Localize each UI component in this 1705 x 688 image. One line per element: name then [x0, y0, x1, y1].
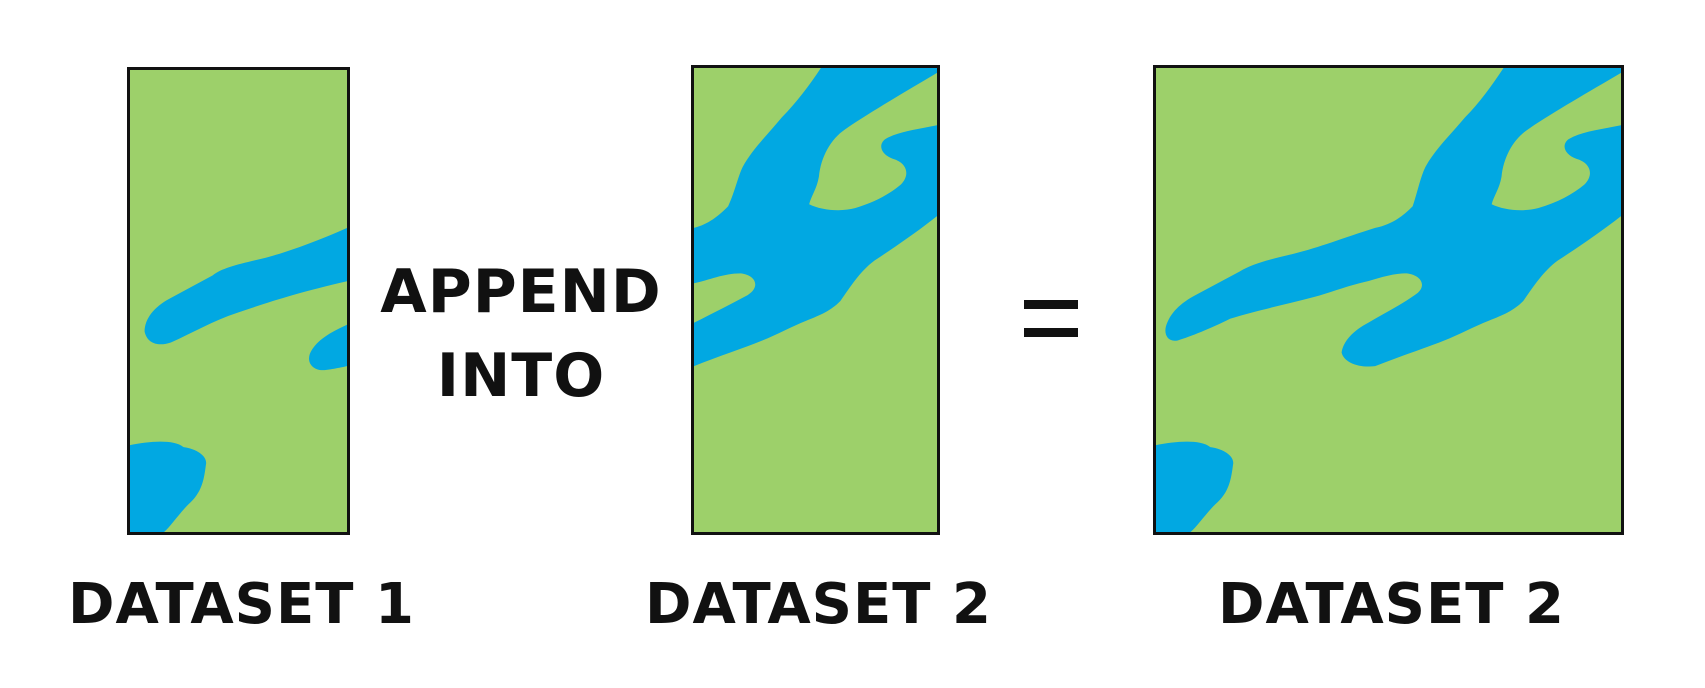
equals-sign: [1024, 300, 1078, 340]
lake: [130, 441, 207, 532]
dataset-2-caption: DATASET 2: [645, 572, 992, 637]
river-merged: [1165, 68, 1621, 367]
dataset-1-map-graphic: [130, 70, 347, 532]
result-map: [1153, 65, 1624, 535]
dataset-1-map: [127, 67, 350, 535]
river-main: [694, 68, 937, 367]
lake: [1156, 441, 1234, 532]
dataset-2-map-graphic: [694, 68, 937, 532]
append-label: APPEND: [380, 257, 662, 327]
result-map-graphic: [1156, 68, 1621, 532]
into-label: INTO: [436, 341, 606, 411]
river-lobe: [309, 324, 347, 371]
equals-bar-bottom: [1024, 328, 1078, 337]
dataset-1-caption: DATASET 1: [68, 572, 415, 637]
dataset-2-map: [691, 65, 940, 535]
river-arm: [144, 227, 347, 345]
result-caption: DATASET 2: [1218, 572, 1565, 637]
equals-bar-top: [1024, 300, 1078, 309]
